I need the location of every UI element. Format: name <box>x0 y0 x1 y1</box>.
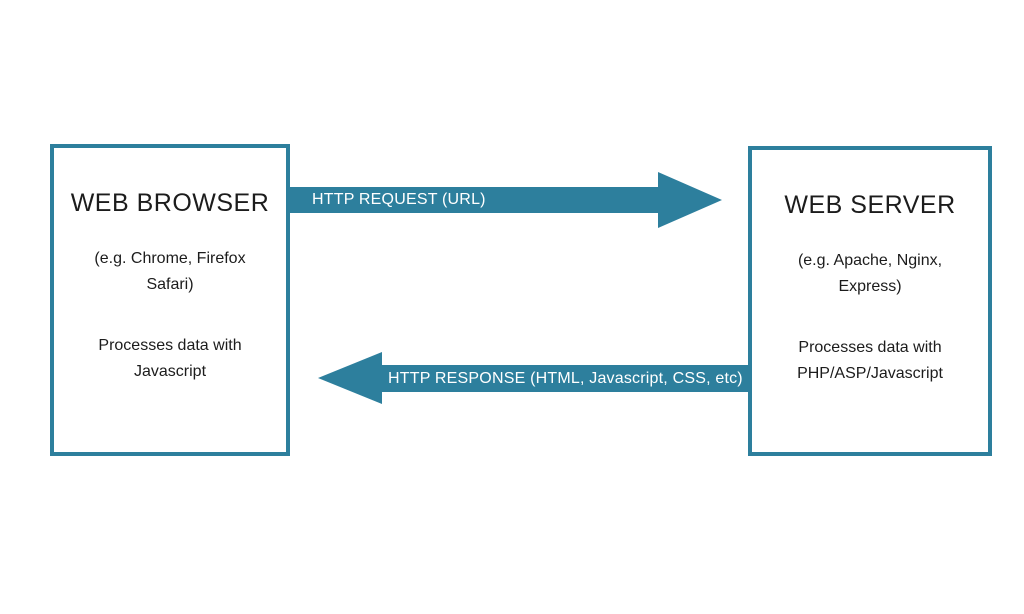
web-browser-box: WEB BROWSER (e.g. Chrome, Firefox Safari… <box>50 144 290 456</box>
web-browser-title: WEB BROWSER <box>70 189 270 217</box>
web-server-description: Processes data with PHP/ASP/Javascript <box>797 339 943 382</box>
web-server-box: WEB SERVER (e.g. Apache, Nginx, Express)… <box>748 146 992 456</box>
arrow-right-icon <box>658 172 722 228</box>
http-request-arrow-label: HTTP REQUEST (URL) <box>290 187 658 213</box>
http-response-arrow-label: HTTP RESPONSE (HTML, Javascript, CSS, et… <box>382 365 750 392</box>
web-browser-examples: (e.g. Chrome, Firefox Safari) <box>94 250 246 293</box>
web-server-examples: (e.g. Apache, Nginx, Express) <box>797 252 943 295</box>
web-server-title: WEB SERVER <box>784 191 956 219</box>
arrow-left-icon <box>318 352 382 404</box>
web-browser-description: Processes data with Javascript <box>98 337 242 380</box>
